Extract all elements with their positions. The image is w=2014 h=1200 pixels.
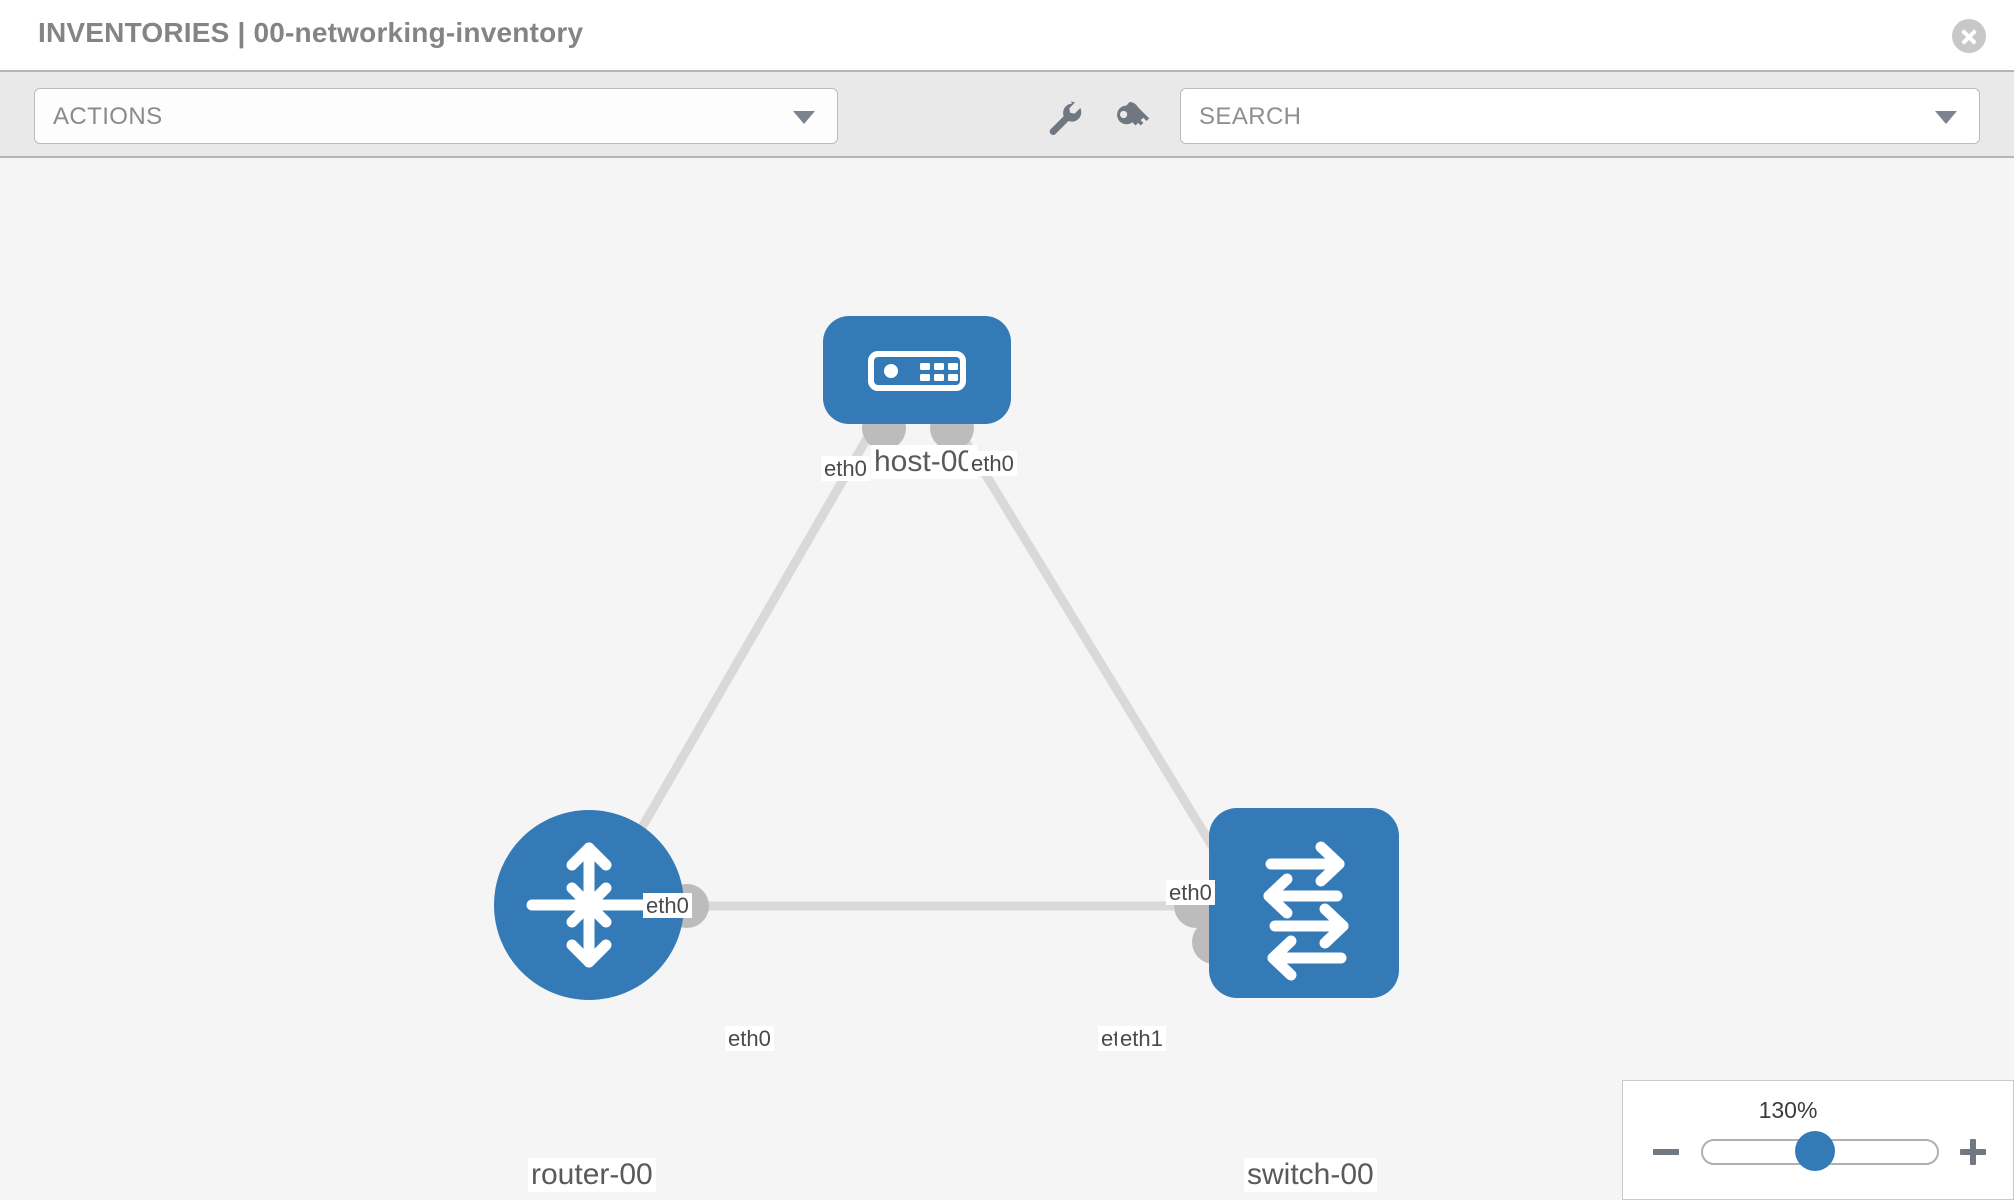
zoom-level-value: 130% xyxy=(1758,1097,1818,1123)
iface-label-host-left: eth0 xyxy=(821,456,870,482)
iface-label-router-right: eth0 xyxy=(725,1026,774,1052)
server-rack-icon xyxy=(868,351,966,391)
search-input[interactable]: SEARCH xyxy=(1180,88,1980,144)
key-icon[interactable] xyxy=(1110,96,1154,140)
switch-arrows-icon xyxy=(1263,841,1349,981)
actions-dropdown[interactable]: ACTIONS xyxy=(34,88,838,144)
iface-label-switch-up: eth0 xyxy=(1166,880,1215,906)
node-label-switch-00: switch-00 xyxy=(1244,1158,1377,1192)
node-switch-00[interactable] xyxy=(1209,808,1399,998)
topology-links xyxy=(595,411,1250,911)
node-host-00[interactable] xyxy=(823,316,1011,424)
link-host-switch xyxy=(945,411,1250,905)
topology-canvas[interactable]: host-00 router-00 switch-00 eth0 eth0 et… xyxy=(0,158,2014,1200)
zoom-control-panel: 130% xyxy=(1622,1080,2014,1200)
actions-dropdown-label: ACTIONS xyxy=(53,103,163,130)
page-header: INVENTORIES | 00-networking-inventory xyxy=(0,0,2014,70)
page-title: INVENTORIES | 00-networking-inventory xyxy=(38,17,584,48)
chevron-down-icon xyxy=(793,111,815,124)
search-input-placeholder: SEARCH xyxy=(1199,103,1302,130)
chevron-down-icon xyxy=(1935,111,1957,124)
node-label-host-00: host-00 xyxy=(871,445,978,479)
zoom-slider-thumb[interactable] xyxy=(1795,1131,1835,1171)
plus-icon[interactable] xyxy=(1958,1137,1988,1167)
close-icon[interactable] xyxy=(1952,19,1986,53)
link-router-host xyxy=(595,411,885,905)
minus-icon[interactable] xyxy=(1651,1137,1681,1167)
iface-label-host-right: eth0 xyxy=(968,451,1017,477)
node-router-00[interactable] xyxy=(494,810,684,1000)
toolbar: ACTIONS SEARCH xyxy=(0,70,2014,158)
iface-label-router-up: eth0 xyxy=(643,893,692,919)
router-arrows-icon xyxy=(526,842,652,968)
iface-label-switch-left: eth1 xyxy=(1117,1026,1166,1052)
wrench-icon[interactable] xyxy=(1041,96,1085,140)
node-label-router-00: router-00 xyxy=(528,1158,656,1192)
